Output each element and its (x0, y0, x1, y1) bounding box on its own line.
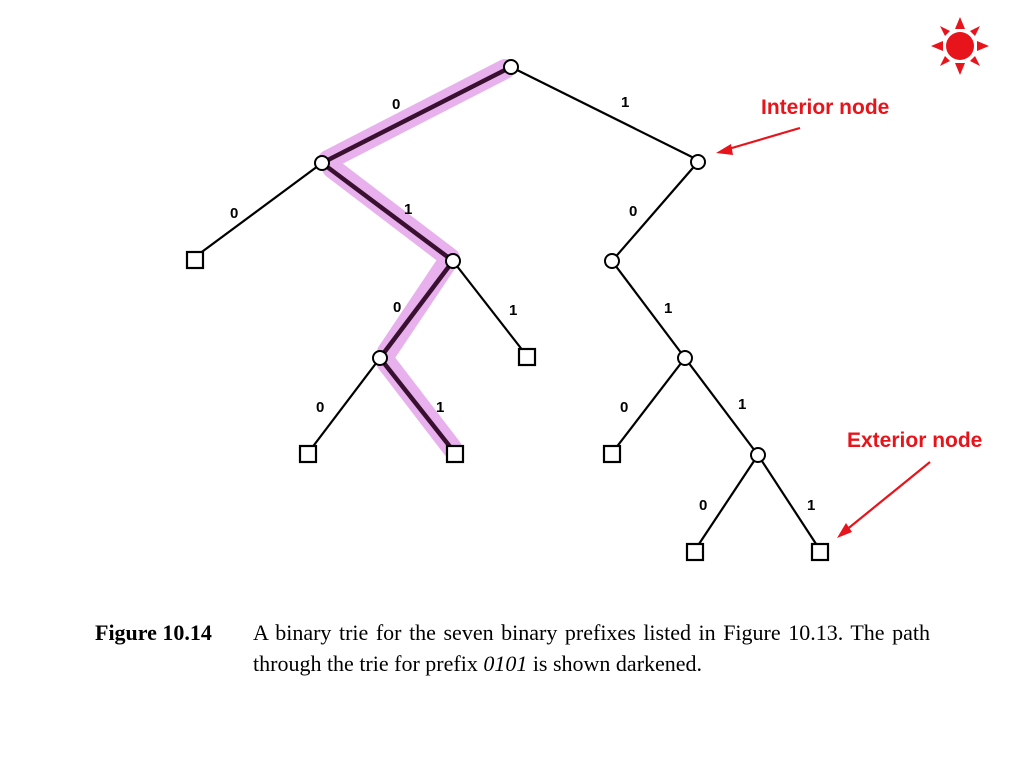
caption-prefix: 0101 (483, 651, 528, 676)
annotations: Interior node Exterior node (716, 17, 989, 538)
edge-label: 1 (621, 94, 629, 111)
sun-icon (931, 17, 989, 75)
caption-text-part: A binary trie for the seven binary prefi… (253, 620, 930, 676)
interior-arrow (724, 126, 801, 152)
figure-label: Figure 10.14 (95, 620, 212, 645)
edge-label: 0 (620, 399, 628, 416)
edge-label: 0 (230, 205, 238, 222)
exterior-node (517, 347, 537, 367)
edge-label: 0 (629, 203, 637, 220)
interior-node (690, 154, 706, 170)
edge-root-left (319, 64, 514, 166)
caption-text-part: is shown darkened. (527, 651, 703, 676)
interior-node (372, 350, 388, 366)
exterior-node-annotation: Exterior node (847, 429, 982, 452)
edge-r3-right (684, 357, 759, 456)
edge-label: 0 (393, 299, 401, 316)
edge-label: 1 (404, 201, 412, 218)
edge-label: 1 (509, 302, 517, 319)
edge-labels: 0 1 0 1 0 0 1 1 0 1 0 1 0 1 (230, 94, 815, 514)
edge-label: 1 (436, 399, 444, 416)
edge-label: 0 (392, 96, 400, 113)
edge-r4-left (694, 454, 759, 551)
exterior-arrow (844, 461, 931, 532)
edge-r1-left (611, 161, 699, 262)
edge-label: 0 (699, 497, 707, 514)
interior-node (314, 155, 330, 171)
caption-text: A binary trie for the seven binary prefi… (253, 617, 930, 679)
exterior-node (445, 444, 465, 464)
edge-label: 1 (738, 396, 746, 413)
edge-label: 1 (807, 497, 815, 514)
edge-l2-left (377, 258, 456, 361)
edge-label: 1 (664, 300, 672, 317)
exterior-node (810, 542, 830, 562)
interior-node (445, 253, 461, 269)
interior-node (750, 447, 766, 463)
binary-trie-diagram: 0 1 0 1 0 0 1 1 0 1 0 1 0 1 Interior nod… (185, 17, 989, 562)
edge-l1-left (194, 162, 323, 258)
trie-edges (194, 66, 821, 551)
edge-r4-right (757, 454, 821, 551)
darkened-path (319, 64, 514, 456)
exterior-node (298, 444, 318, 464)
edge-l2-right (452, 260, 528, 357)
interior-arrowhead (716, 144, 733, 155)
edge-l3-right (377, 355, 458, 456)
interior-nodes (314, 59, 766, 463)
exterior-nodes (185, 250, 830, 562)
edge-r3-left (611, 357, 686, 454)
exterior-node (602, 444, 622, 464)
edge-label: 0 (316, 399, 324, 416)
edge-r2-right (611, 260, 686, 359)
exterior-node (685, 542, 705, 562)
edge-root-right (510, 66, 699, 161)
figure-caption: Figure 10.14 A binary trie for the seven… (95, 617, 930, 679)
interior-node (604, 253, 620, 269)
interior-node-annotation: Interior node (761, 96, 889, 119)
exterior-node (185, 250, 205, 270)
edge-l3-left (307, 357, 381, 454)
exterior-arrowhead (837, 523, 852, 538)
edge-l1-right (319, 160, 456, 264)
interior-node-root (503, 59, 519, 75)
interior-node (677, 350, 693, 366)
